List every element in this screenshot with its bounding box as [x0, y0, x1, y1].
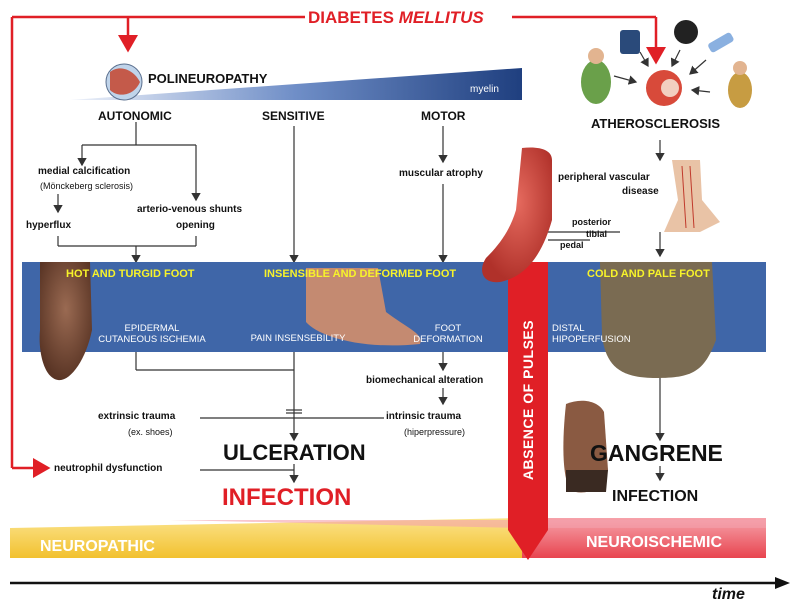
ulceration: ULCERATION: [223, 440, 366, 465]
intrinsic-trauma: intrinsic trauma: [386, 411, 462, 422]
branch-sensitive: SENSITIVE: [262, 109, 325, 123]
extrinsic-trauma: extrinsic trauma: [98, 411, 176, 422]
foot-deformation-label: FOOT DEFORMATION: [400, 323, 496, 345]
cold-foot-image: [600, 262, 716, 378]
cholesterol-ball-icon: [674, 20, 698, 44]
pedal-label: pedal: [560, 240, 584, 250]
epidermal-line2: CUTANEOUS ISCHEMIA: [98, 334, 206, 345]
myelin-label: myelin: [470, 84, 499, 95]
distal-line2: HIPOPERFUSION: [552, 334, 631, 345]
hiperpressure: (hiperpressure): [404, 427, 466, 437]
posterior-label: posterior: [572, 217, 612, 227]
ex-shoes: (ex. shoes): [128, 427, 173, 437]
leg-skeleton-image: [664, 160, 720, 232]
biomechanical-alteration: biomechanical alteration: [366, 375, 484, 386]
gangrene: GANGRENE: [590, 440, 723, 466]
smoker-icon: [728, 61, 752, 108]
pvd-line1: peripheral vascular: [558, 172, 650, 183]
polineuropathy-label: POLINEUROPATHY: [148, 71, 268, 86]
absence-of-pulses-arrow: [508, 262, 548, 560]
foot-def-line1: FOOT: [434, 323, 462, 334]
hot-turgid-foot: HOT AND TURGID FOOT: [66, 268, 195, 280]
pvd-line2: disease: [622, 186, 659, 197]
cold-pale-foot: COLD AND PALE FOOT: [587, 268, 710, 280]
absence-of-pulses: ABSENCE OF PULSES: [520, 319, 536, 481]
myelin-wedge: [70, 68, 522, 100]
gangrene-foot-image: [563, 400, 608, 493]
tibial-label: tibial: [586, 229, 608, 239]
branch-autonomic: AUTONOMIC: [98, 109, 172, 123]
title-italic: MELLITUS: [398, 8, 484, 27]
epidermal-line1: EPIDERMAL: [124, 323, 180, 334]
branch-atherosclerosis: ATHEROSCLEROSIS: [591, 116, 721, 131]
infection-black: INFECTION: [612, 488, 699, 505]
title-prefix: DIABETES: [308, 8, 399, 27]
artery-illustration: [646, 70, 682, 106]
shunts-line1: arterio-venous shunts: [137, 204, 243, 215]
meter-icon: [620, 30, 640, 54]
hyperflux: hyperflux: [26, 220, 72, 231]
insensible-foot-image: [306, 268, 421, 346]
time-label: time: [712, 586, 745, 603]
neuropathic-label: NEUROPATHIC: [40, 538, 155, 555]
obese-man-icon: [581, 48, 611, 104]
foot-def-line2: DEFORMATION: [413, 334, 483, 345]
diabetes-red-arrows: [10, 15, 666, 478]
branch-motor: MOTOR: [421, 109, 466, 123]
syringe-icon: [708, 32, 734, 53]
nerve-illustration: [105, 63, 143, 101]
insensible-deformed-foot: INSENSIBLE AND DEFORMED FOOT: [264, 268, 457, 280]
shunts-line2: opening: [176, 220, 215, 231]
neutrophil-dysfunction: neutrophil dysfunction: [54, 463, 163, 474]
hot-foot-image: [39, 262, 92, 381]
epidermal-label: EPIDERMAL CUTANEOUS ISCHEMIA: [90, 323, 214, 345]
medial-calcification: medial calcification: [38, 166, 131, 177]
distal-hipoperfusion-label: DISTAL HIPOPERFUSION: [552, 323, 631, 345]
neuropathic-area: [10, 518, 522, 558]
infection-red: INFECTION: [222, 484, 352, 511]
neuroischemic-label: NEUROISCHEMIC: [586, 534, 723, 551]
distal-line1: DISTAL: [552, 323, 585, 334]
pain-insensibility-label: PAIN INSENSEBILITY: [250, 333, 346, 344]
muscular-atrophy: muscular atrophy: [399, 168, 483, 179]
diagram-title: DIABETES MELLITUS: [308, 8, 484, 28]
monckeberg-sclerosis: (Mönckeberg sclerosis): [40, 181, 134, 191]
red-hand-foot-image: [482, 147, 552, 283]
